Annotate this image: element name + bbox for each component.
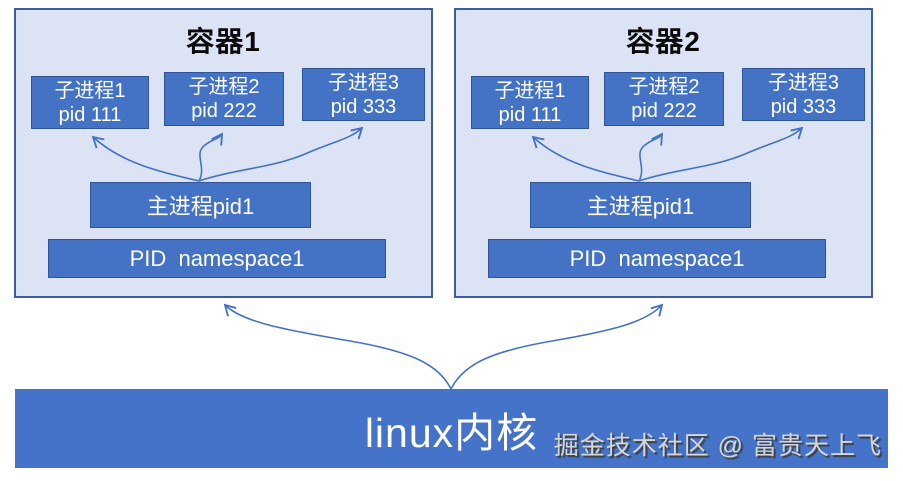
container-2-child-process-3: 子进程3 pid 333 (742, 68, 865, 121)
child-process-pid: pid 333 (330, 95, 397, 118)
main-process-label: 主进程pid1 (586, 194, 695, 219)
linux-kernel-label: linux内核 (364, 409, 539, 456)
linux-kernel-bar: linux内核 掘金技术社区 @ 富贵天上飞 (15, 389, 888, 468)
container-2-main-process: 主进程pid1 (530, 182, 751, 228)
container-2-panel: 容器2 子进程1 pid 111 子进程2 pid 222 子进程3 pid 3… (454, 8, 873, 298)
watermark-text: 掘金技术社区 @ 富贵天上飞 (553, 432, 882, 460)
child-process-name: 子进程1 (54, 79, 126, 102)
container-1-panel: 容器1 子进程1 pid 111 子进程2 pid 222 子进程3 pid 3… (14, 8, 433, 298)
container-1-main-process: 主进程pid1 (90, 182, 311, 228)
main-process-label: 主进程pid1 (146, 194, 255, 219)
container-1-child-process-1: 子进程1 pid 111 (31, 76, 149, 129)
child-process-name: 子进程1 (494, 79, 566, 102)
container-2-child-process-1: 子进程1 pid 111 (471, 76, 589, 129)
child-process-pid: pid 333 (770, 95, 837, 118)
container-1-pid-namespace: PID namespace1 (48, 239, 386, 278)
container-1-title: 容器1 (186, 26, 261, 57)
arrow-kernel-to-container1 (223, 303, 452, 390)
child-process-name: 子进程3 (767, 71, 840, 94)
child-process-name: 子进程3 (327, 71, 400, 94)
child-process-name: 子进程2 (188, 76, 260, 98)
child-process-pid: pid 111 (58, 103, 122, 126)
child-process-pid: pid 222 (191, 100, 257, 122)
container-1-child-process-2: 子进程2 pid 222 (164, 72, 284, 126)
container-2-child-process-2: 子进程2 pid 222 (604, 72, 724, 126)
container-2-pid-namespace: PID namespace1 (488, 239, 826, 278)
pid-namespace-label: PID namespace1 (129, 245, 305, 271)
container-2-title: 容器2 (626, 26, 701, 57)
child-process-name: 子进程2 (628, 76, 700, 98)
container-1-child-process-3: 子进程3 pid 333 (302, 68, 425, 121)
pid-namespace-label: PID namespace1 (569, 245, 745, 271)
arrow-kernel-to-container2 (450, 303, 664, 390)
child-process-pid: pid 111 (498, 103, 562, 126)
child-process-pid: pid 222 (631, 100, 697, 122)
